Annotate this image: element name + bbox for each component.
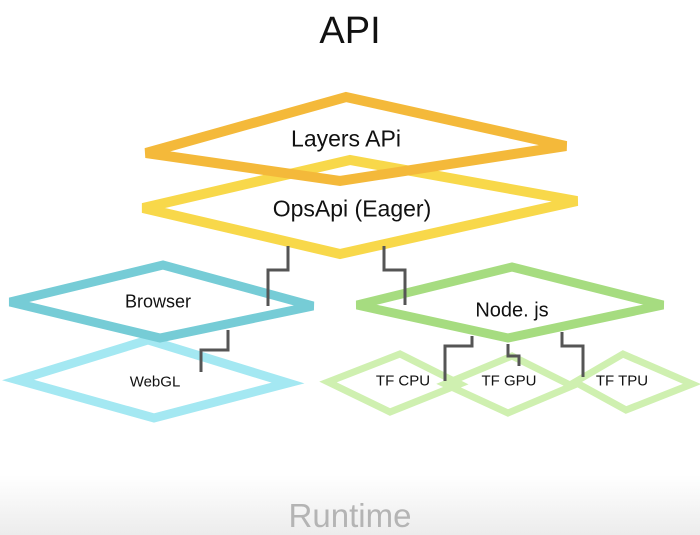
tf-tpu-diamond: [567, 350, 700, 414]
tf-gpu-label: TF GPU: [481, 372, 537, 390]
api-title: API: [319, 10, 381, 52]
browser-label: Browser: [124, 291, 192, 312]
tf-tpu-label: TF TPU: [595, 372, 649, 390]
connector-node-tfgpu: [506, 344, 521, 366]
tf-cpu-label: TF CPU: [375, 372, 431, 390]
ops-api-label: OpsApi (Eager): [272, 195, 432, 222]
tf-gpu-diamond: [436, 352, 581, 417]
browser-diamond: [8, 260, 315, 343]
layers-api-label: Layers APi: [291, 125, 401, 152]
webgl-label: WebGL: [129, 373, 181, 391]
connector-ops-node: [382, 246, 407, 305]
connector-node-tfcpu: [443, 336, 474, 381]
connector-node-tftpu: [560, 332, 585, 377]
runtime-footer: Runtime: [288, 497, 412, 534]
connector-ops-browser: [266, 246, 290, 306]
webgl-diamond: [2, 335, 305, 423]
connector-browser-webgl: [199, 330, 230, 372]
layers-api-diamond: [144, 91, 568, 187]
node-js-diamond: [355, 262, 665, 343]
node-js-label: Node. js: [475, 299, 549, 322]
tf-cpu-diamond: [319, 350, 469, 416]
bottom-fade: [0, 475, 700, 535]
